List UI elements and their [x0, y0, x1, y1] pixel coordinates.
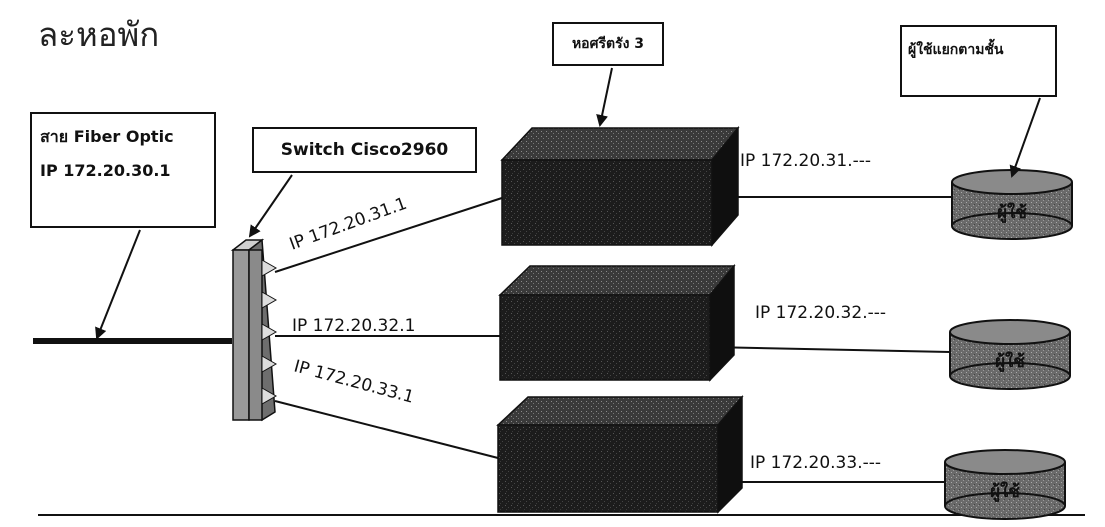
floor-box-3	[496, 394, 744, 514]
arrow-dorm	[596, 67, 613, 127]
user-line-2	[709, 346, 951, 353]
arrow-switch	[248, 174, 293, 238]
switch-callout: Switch Cisco2960	[252, 127, 477, 173]
arrow-users	[1009, 97, 1041, 178]
fiber-callout-line1: สาย Fiber Optic	[40, 127, 174, 146]
user-label-2: ผู้ใช้	[995, 351, 1025, 373]
link-line-3	[274, 400, 499, 459]
switch-ip-label-1: IP 172.20.31.1	[287, 194, 410, 255]
switch-device	[230, 238, 278, 422]
floor-box-2	[498, 263, 736, 382]
user-db-3	[944, 449, 1066, 520]
page-heading: ละหอพัก	[38, 15, 160, 54]
floor-ip-label-3: IP 172.20.33.---	[750, 453, 881, 473]
switch-ip-label-3: IP 172.20.33.1	[292, 357, 416, 408]
switch-ip-label-2: IP 172.20.32.1	[292, 316, 415, 336]
fiber-optic-callout: สาย Fiber Optic IP 172.20.30.1	[30, 112, 216, 228]
floor-ip-label-1: IP 172.20.31.---	[740, 151, 871, 171]
user-label-1: ผู้ใช้	[997, 202, 1027, 224]
user-db-1	[951, 169, 1073, 240]
arrow-fiber	[95, 229, 141, 340]
user-label-3: ผู้ใช้	[990, 481, 1020, 503]
floor-box-1	[500, 125, 740, 248]
users-callout: ผู้ใช้แยกตามชั้น	[900, 25, 1057, 97]
fiber-callout-line2: IP 172.20.30.1	[40, 161, 171, 180]
dorm-callout: หอศรีตรัง 3	[552, 22, 664, 66]
user-db-2	[949, 319, 1071, 390]
floor-ip-label-2: IP 172.20.32.---	[755, 303, 886, 323]
link-line-1	[274, 196, 506, 273]
